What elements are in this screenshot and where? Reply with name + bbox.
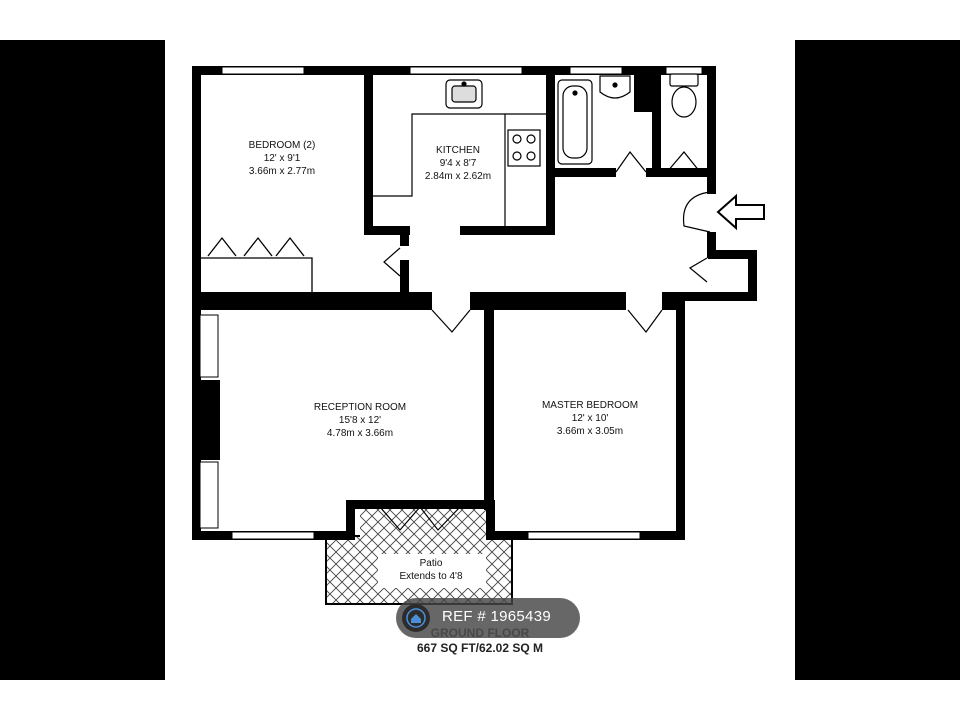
room-label-master-bedroom: MASTER BEDROOM 12' x 10' 3.66m x 3.05m	[542, 400, 638, 437]
bathroom-fixtures	[557, 73, 699, 165]
room-size-imperial: 12' x 9'1	[264, 153, 301, 164]
room-label-reception: RECEPTION ROOM 15'8 x 12' 4.78m x 3.66m	[314, 402, 406, 439]
room-name: RECEPTION ROOM	[314, 402, 406, 413]
room-label-bedroom-2: BEDROOM (2) 12' x 9'1 3.66m x 2.77m	[249, 140, 316, 177]
home-icon	[402, 604, 430, 632]
room-name: MASTER BEDROOM	[542, 400, 638, 411]
room-size-metric: 2.84m x 2.62m	[425, 171, 491, 182]
room-size-metric: 4.78m x 3.66m	[327, 428, 393, 439]
room-name: KITCHEN	[436, 145, 480, 156]
patio	[325, 506, 513, 605]
room-size-metric: 3.66m x 3.05m	[557, 426, 623, 437]
reference-badge: REF # 1965439	[396, 598, 580, 638]
room-name: Patio	[420, 558, 443, 569]
room-size-imperial: 15'8 x 12'	[339, 415, 381, 426]
floor-area: 667 SQ FT/62.02 SQ M	[416, 641, 544, 655]
room-label-patio: Patio Extends to 4'8	[399, 558, 463, 582]
kitchen-units	[373, 79, 546, 226]
right-letterbox-bar	[795, 40, 960, 680]
windows	[199, 66, 703, 540]
room-size-metric: 3.66m x 2.77m	[249, 166, 315, 177]
door-swings	[379, 150, 711, 531]
reference-number: REF # 1965439	[442, 608, 551, 625]
room-label-kitchen: KITCHEN 9'4 x 8'7 2.84m x 2.62m	[425, 145, 491, 182]
room-size-imperial: 9'4 x 8'7	[440, 158, 477, 169]
entrance-arrow-icon	[716, 193, 765, 231]
interior-walls	[192, 66, 707, 510]
room-name: BEDROOM (2)	[249, 140, 316, 151]
patio-extent: Extends to 4'8	[399, 571, 463, 582]
wardrobe	[201, 236, 313, 292]
room-size-imperial: 12' x 10'	[572, 413, 609, 424]
left-letterbox-bar	[0, 40, 165, 680]
